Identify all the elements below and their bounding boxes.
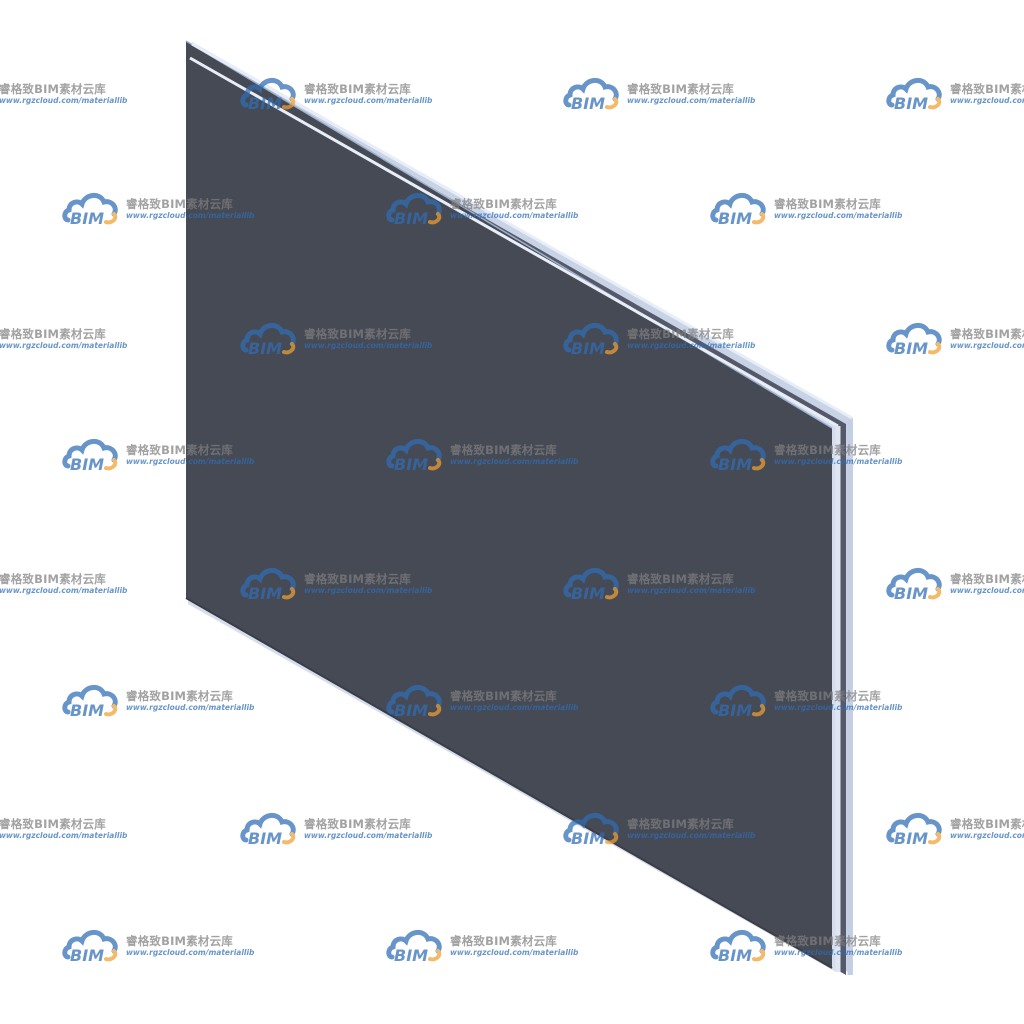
panel-top-edge-back — [191, 42, 853, 420]
panel-front-face — [186, 41, 832, 968]
panel-top-edge-mid — [189, 56, 839, 428]
panel-bottom-edge — [185, 597, 833, 969]
